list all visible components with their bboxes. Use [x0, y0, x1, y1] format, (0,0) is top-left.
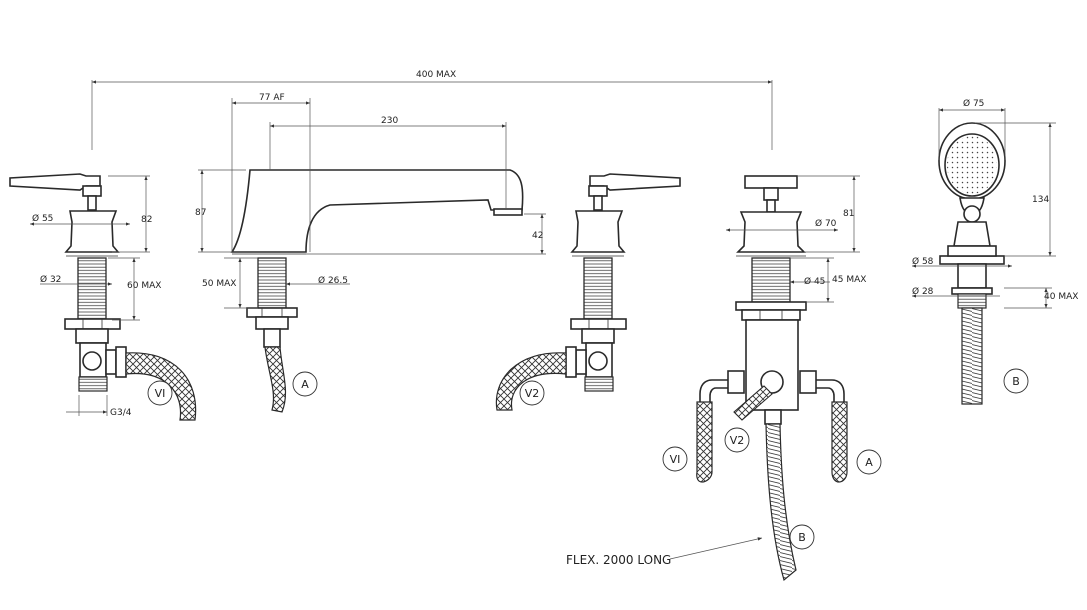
valve-left-connection-label: G3/4 — [110, 408, 132, 418]
tag-a-diverter: A — [865, 456, 873, 469]
valve-left-height-label: 82 — [141, 215, 152, 225]
spout-shank-dia-label: Ø 26.5 — [318, 275, 348, 286]
valve-left-base-dia-label: Ø 55 — [32, 213, 53, 224]
holder-shank-length-label: 40 MAX — [1044, 292, 1078, 302]
tag-b-diverter: B — [798, 531, 806, 544]
tag-v1-left: VI — [155, 387, 166, 400]
left-valve: 82 Ø 55 Ø 32 60 MAX G3/4 VI — [9, 173, 197, 421]
diverter: 81 Ø 70 Ø 45 45 MAX V2 VI A B FLEX. 2000… — [566, 175, 882, 582]
overall-width-dimension: 400 MAX — [91, 70, 773, 150]
spout-outlet-height-label: 42 — [532, 231, 543, 241]
holder-shank-dia-label: Ø 28 — [912, 286, 934, 297]
diverter-base-dia-label: Ø 70 — [815, 218, 837, 229]
valve-left-shank-length-label: 60 MAX — [127, 281, 161, 291]
valve-left-shank-dia-label: Ø 32 — [40, 274, 61, 285]
spout-shank-length-label: 50 MAX — [202, 279, 236, 289]
spout-height-label: 87 — [195, 208, 206, 218]
right-valve: V2 — [495, 173, 681, 411]
tag-v1-diverter: VI — [670, 453, 681, 466]
tag-a-spout: A — [301, 378, 309, 391]
diverter-shank-dia-label: Ø 45 — [804, 276, 825, 287]
holder-flange-dia-label: Ø 58 — [912, 256, 934, 267]
handset-height-label: 134 — [1032, 195, 1049, 205]
handset-dia-label: Ø 75 — [963, 98, 984, 109]
spout-reach-label: 230 — [381, 116, 398, 126]
tag-v2-diverter: V2 — [730, 434, 745, 447]
spout-across-flats-label: 77 AF — [259, 93, 285, 103]
overall-width-label: 400 MAX — [416, 70, 456, 80]
spout: 77 AF 230 87 42 50 MAX Ø 26.5 A — [195, 93, 546, 413]
tag-b-handset: B — [1012, 375, 1020, 388]
handset: Ø 75 134 Ø 58 Ø 28 40 MAX B — [912, 98, 1078, 405]
diverter-height-label: 81 — [843, 209, 854, 219]
diverter-shank-length-label: 45 MAX — [832, 275, 866, 285]
flex-hose-label: FLEX. 2000 LONG — [566, 553, 671, 567]
tag-v2-right: V2 — [525, 387, 540, 400]
